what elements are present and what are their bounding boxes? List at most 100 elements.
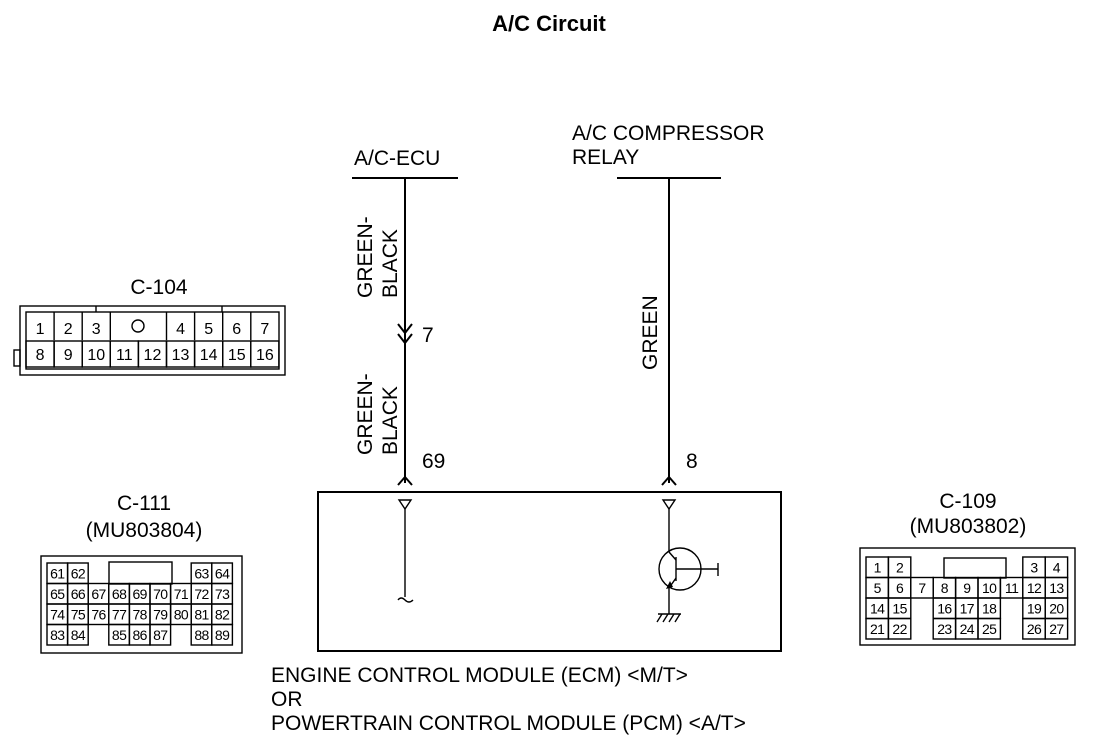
connector-pin-number: 77 bbox=[112, 606, 127, 622]
connector-pin-number: 25 bbox=[982, 621, 997, 637]
connector-pin-number: 5 bbox=[204, 321, 213, 338]
connector-pin-number: 74 bbox=[50, 606, 65, 622]
connector-pin-number: 66 bbox=[71, 586, 86, 602]
connector-pin-number: 82 bbox=[215, 606, 230, 622]
ground-icon bbox=[656, 613, 681, 623]
connector-pin-number: 4 bbox=[176, 321, 185, 338]
ecu-lower-wire-color-1: GREEN- bbox=[354, 373, 377, 455]
connector-pin-number: 15 bbox=[892, 600, 907, 616]
connector-pin-number: 24 bbox=[960, 621, 975, 637]
connector-pin-number: 1 bbox=[874, 559, 882, 575]
connector-pin-number: 26 bbox=[1027, 621, 1042, 637]
connector-pin-number: 81 bbox=[194, 606, 209, 622]
connector-pin-number: 68 bbox=[112, 586, 127, 602]
connector-pin-number: 2 bbox=[896, 559, 904, 575]
connector-pin-number: 11 bbox=[116, 347, 133, 364]
connector-pin-number: 88 bbox=[194, 627, 209, 643]
relay-label-line1: A/C COMPRESSOR bbox=[572, 122, 765, 145]
connector-pin-number: 12 bbox=[144, 347, 162, 364]
ecm-pin-69: 69 bbox=[422, 450, 445, 473]
connector-pin-number: 13 bbox=[1049, 580, 1064, 596]
connector-pin-number: 6 bbox=[896, 580, 904, 596]
connector-pin-number: 27 bbox=[1049, 621, 1064, 637]
connector-pin-number: 67 bbox=[91, 586, 106, 602]
connector-pin-number: 13 bbox=[172, 347, 190, 364]
connector-pin-number: 61 bbox=[50, 565, 65, 581]
connector-pin-number: 86 bbox=[133, 627, 148, 643]
c111-name: C-111 bbox=[117, 492, 171, 515]
connector-pin-number: 72 bbox=[194, 586, 209, 602]
connector-pin-number: 10 bbox=[87, 347, 105, 364]
connector-pin-number: 19 bbox=[1027, 600, 1042, 616]
connector-pin-number: 78 bbox=[133, 606, 148, 622]
connector-pin-number: 8 bbox=[941, 580, 949, 596]
connector-pin-number: 85 bbox=[112, 627, 127, 643]
connector-pin-cell bbox=[250, 340, 280, 368]
c104-name: C-104 bbox=[130, 276, 188, 299]
junction-connector-symbol bbox=[397, 323, 413, 345]
ecu-upper-wire-color-1: GREEN- bbox=[354, 216, 377, 298]
connector-pin-number: 14 bbox=[200, 347, 218, 364]
ecm-pin-8: 8 bbox=[686, 450, 698, 473]
connector-pin-number: 8 bbox=[36, 347, 45, 364]
connector-pin-number: 9 bbox=[963, 580, 971, 596]
transistor-symbol bbox=[658, 547, 719, 591]
connector-pin-number: 11 bbox=[1005, 580, 1019, 596]
connector-pin-cell bbox=[66, 623, 89, 646]
connector-pin-number: 73 bbox=[215, 586, 230, 602]
connector-pin-number: 20 bbox=[1049, 600, 1064, 616]
connector-pin-number: 16 bbox=[256, 347, 274, 364]
connector-pin-number: 7 bbox=[260, 321, 269, 338]
connector-pin-cell bbox=[1044, 617, 1069, 640]
module-label-line2: OR bbox=[271, 688, 303, 711]
ecu-lower-wire-color-2: BLACK bbox=[379, 386, 402, 455]
connector-pin-number: 15 bbox=[228, 347, 246, 364]
connector-pin-number: 79 bbox=[153, 606, 168, 622]
connector-pin-number: 71 bbox=[174, 586, 189, 602]
connector-pin-number: 21 bbox=[870, 621, 885, 637]
connector-pin-number: 6 bbox=[232, 321, 241, 338]
connector-pin-number: 89 bbox=[215, 627, 230, 643]
connector-pin-cell bbox=[887, 617, 912, 640]
connector-pin-number: 64 bbox=[215, 565, 230, 581]
connector-pin-number: 63 bbox=[194, 565, 209, 581]
connector-pin-number: 76 bbox=[91, 606, 106, 622]
connector-pin-number: 65 bbox=[50, 586, 65, 602]
connector-pin-number: 3 bbox=[92, 321, 101, 338]
connector-pin-number: 16 bbox=[937, 600, 952, 616]
connector-pin-number: 80 bbox=[174, 606, 189, 622]
relay-wire-color: GREEN bbox=[639, 295, 662, 370]
connector-pin-number: 12 bbox=[1027, 580, 1042, 596]
connector-pin-number: 7 bbox=[918, 580, 926, 596]
connector-pin-number: 4 bbox=[1053, 559, 1061, 575]
relay-label-line2: RELAY bbox=[572, 146, 639, 169]
ecm-internal-terminal-8 bbox=[661, 499, 677, 511]
connector-pin-number: 70 bbox=[153, 586, 168, 602]
connector-pin-number: 17 bbox=[960, 600, 975, 616]
connector-pin-number: 75 bbox=[71, 606, 86, 622]
connector-pin-number: 10 bbox=[982, 580, 997, 596]
connector-pin-number: 9 bbox=[64, 347, 73, 364]
ecu-label: A/C-ECU bbox=[354, 147, 440, 170]
module-label-line3: POWERTRAIN CONTROL MODULE (PCM) <A/T> bbox=[271, 712, 746, 735]
ecm-module-box bbox=[317, 491, 782, 652]
module-label-line1: ENGINE CONTROL MODULE (ECM) <M/T> bbox=[271, 664, 688, 687]
ecm-internal-input-symbol bbox=[397, 597, 414, 603]
connector-pin-number: 62 bbox=[71, 565, 86, 581]
connector-pin-number: 22 bbox=[892, 621, 907, 637]
ecm-internal-terminal-69 bbox=[397, 499, 413, 511]
connector-pin-number: 3 bbox=[1030, 559, 1038, 575]
connector-pin-number: 84 bbox=[71, 627, 86, 643]
connector-pin-cell bbox=[211, 623, 234, 646]
diagram-title: A/C Circuit bbox=[492, 11, 606, 36]
connector-pin-number: 83 bbox=[50, 627, 65, 643]
ecm-connector-arrow-8 bbox=[661, 475, 677, 486]
connector-pin-number: 1 bbox=[36, 321, 45, 338]
connector-pin-cell bbox=[149, 623, 172, 646]
connector-pin-number: 69 bbox=[133, 586, 148, 602]
junction-pin-number: 7 bbox=[422, 324, 434, 347]
connector-pin-cell bbox=[977, 617, 1002, 640]
